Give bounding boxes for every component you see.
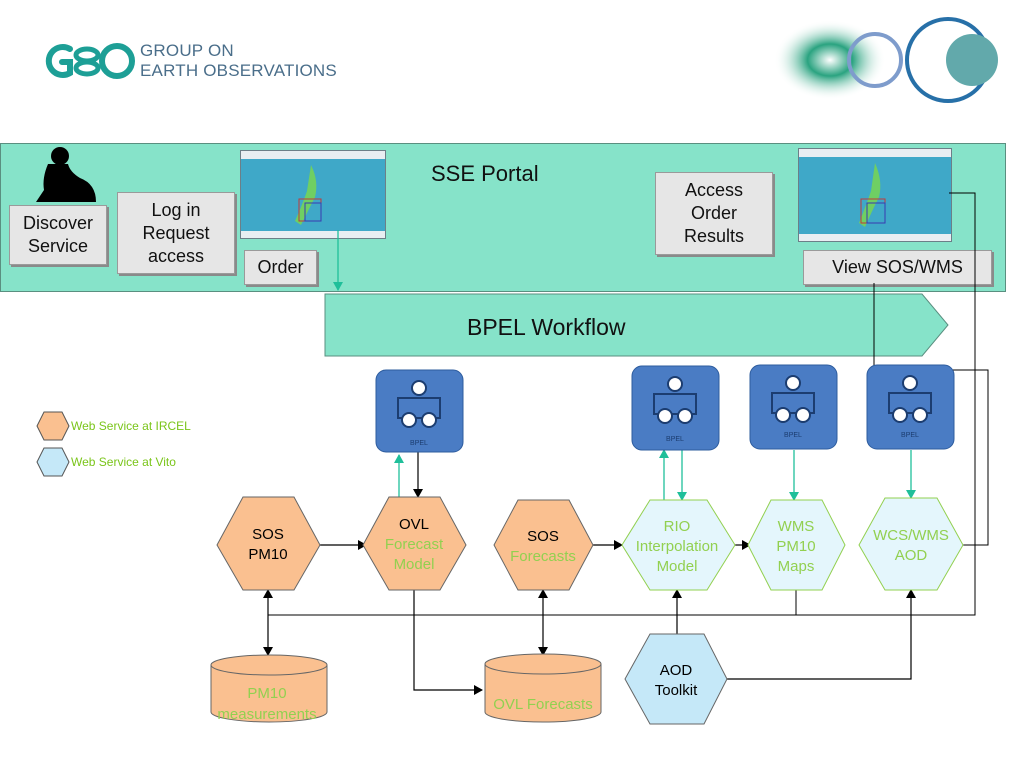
node-aod-toolkit[interactable]: AOD Toolkit: [624, 633, 728, 725]
decorative-circles: [774, 17, 998, 103]
geo-logo: GROUP ON EARTH OBSERVATIONS: [40, 40, 340, 90]
order-button[interactable]: Order: [244, 250, 317, 285]
map-thumbnail-order: [240, 150, 386, 239]
bpel-workflow-label: BPEL Workflow: [467, 314, 626, 340]
login-request-access-button[interactable]: Log in Request access: [117, 192, 235, 274]
node-label-line: SOS: [252, 526, 284, 543]
teal-arrows: [333, 230, 916, 501]
db-label-line: OVL Forecasts: [493, 696, 592, 713]
node-label-line: RIO: [664, 518, 691, 535]
node-label-line: Model: [394, 556, 435, 573]
map-thumbnail-graphic: [799, 149, 951, 241]
db-pm10-measurements[interactable]: PM10 measurements: [210, 654, 328, 723]
node-label-line: Toolkit: [655, 682, 698, 699]
bpel-icon[interactable]: BPEL: [749, 364, 838, 450]
node-label-line: WMS: [778, 518, 815, 535]
node-label-line: Model: [657, 558, 698, 575]
node-label-line: SOS: [527, 528, 559, 545]
access-order-results-button[interactable]: Access Order Results: [655, 172, 773, 255]
view-sos-wms-button[interactable]: View SOS/WMS: [803, 250, 992, 285]
node-label-line: Forecast: [385, 536, 444, 553]
legend-hexagons: [36, 411, 70, 477]
bpel-icon-label: BPEL: [666, 436, 684, 443]
legend-ircel-label: Web Service at IRCEL: [71, 419, 191, 433]
logo-text-line1: GROUP ON: [140, 41, 234, 60]
node-rio-interpolation-model[interactable]: RIO Interpolation Model: [621, 499, 736, 591]
bpel-icon-label: BPEL: [901, 432, 919, 439]
sse-portal-title: SSE Portal: [431, 161, 539, 186]
node-ovl-forecast-model[interactable]: OVL Forecast Model: [362, 496, 467, 591]
node-label-line: PM10: [776, 538, 815, 555]
bpel-icon[interactable]: BPEL: [631, 365, 720, 451]
bpel-workflow-arrow: [324, 293, 949, 357]
discover-service-button[interactable]: Discover Service: [9, 205, 107, 265]
map-thumbnail-graphic: [241, 151, 385, 238]
db-label-line: PM10: [247, 685, 286, 702]
db-label-line: measurements: [217, 706, 316, 723]
node-sos-forecasts[interactable]: SOS Forecasts: [493, 499, 594, 591]
node-label-line: WCS/WMS: [873, 527, 949, 544]
geo-logo-mark: [45, 43, 135, 79]
node-label-line: Maps: [778, 558, 815, 575]
node-label-line: AOD: [895, 547, 928, 564]
db-ovl-forecasts[interactable]: OVL Forecasts: [484, 653, 602, 723]
legend-ircel-hexagon: [36, 411, 70, 441]
bpel-icon-label: BPEL: [784, 432, 802, 439]
legend-vito-label: Web Service at Vito: [71, 455, 176, 469]
node-label-line: PM10: [248, 546, 287, 563]
node-label-line: OVL: [399, 516, 429, 533]
logo-text-line2: EARTH OBSERVATIONS: [140, 61, 337, 80]
connector-lines: [268, 192, 989, 616]
bpel-icon[interactable]: BPEL: [375, 369, 464, 453]
bpel-icon[interactable]: BPEL: [866, 364, 955, 450]
node-label-line: Interpolation: [636, 538, 719, 555]
node-sos-pm10[interactable]: SOS PM10: [216, 496, 321, 591]
node-wms-pm10-maps[interactable]: WMS PM10 Maps: [747, 499, 846, 591]
bpel-icon-label: BPEL: [410, 440, 428, 447]
legend-vito-hexagon: [36, 447, 70, 477]
node-wcs-wms-aod[interactable]: WCS/WMS AOD: [858, 497, 964, 591]
map-thumbnail-view: [798, 148, 952, 242]
black-arrows: [263, 450, 916, 695]
node-label-line: AOD: [660, 662, 693, 679]
user-silhouette-icon: [36, 147, 96, 202]
node-label-line: Forecasts: [510, 548, 576, 565]
